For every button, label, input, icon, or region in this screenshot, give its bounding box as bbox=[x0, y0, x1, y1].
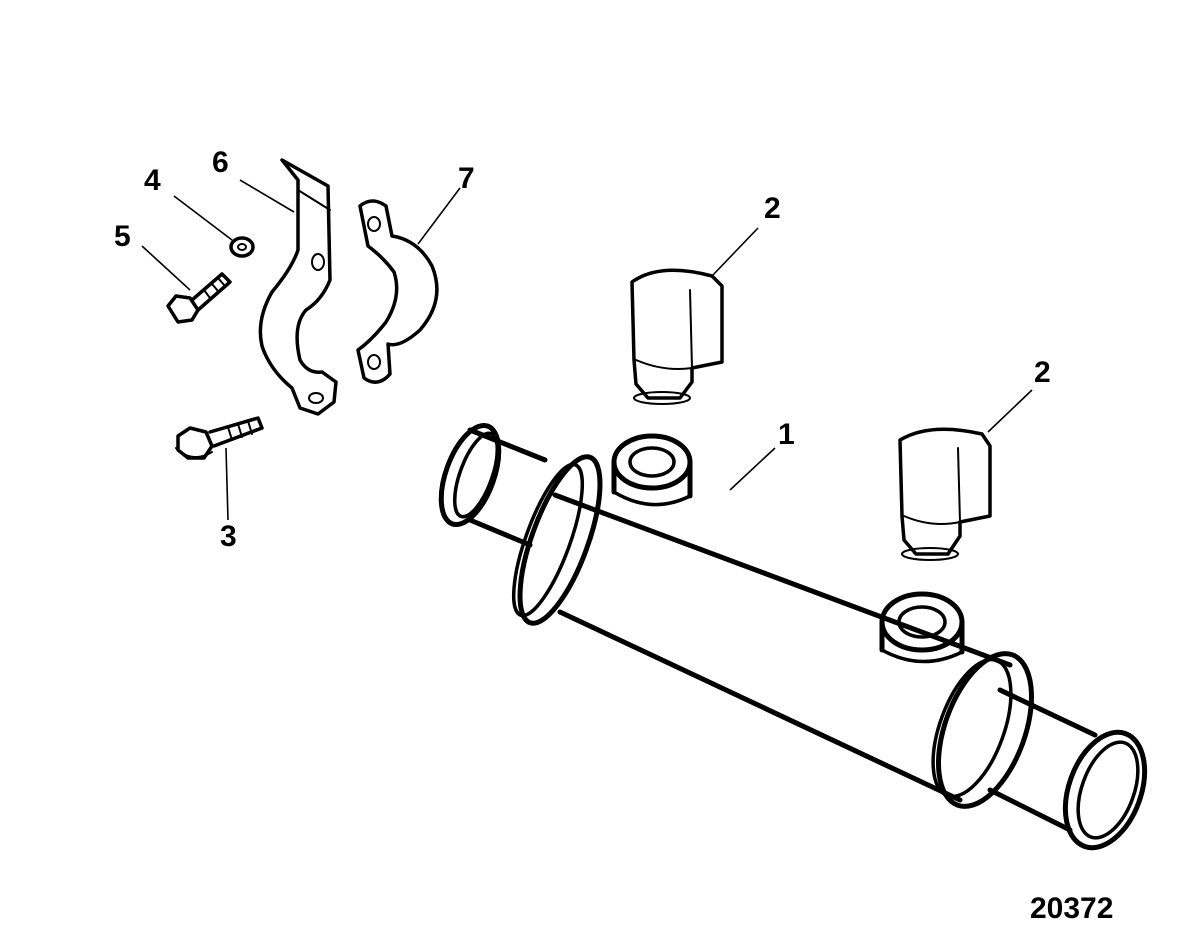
callout-4: 4 bbox=[144, 164, 161, 197]
part-5-hex-bolt bbox=[166, 272, 232, 324]
callout-3: 3 bbox=[220, 520, 237, 553]
callout-5: 5 bbox=[114, 220, 131, 253]
part-1-cooler-body bbox=[438, 422, 1148, 851]
callout-1: 1 bbox=[778, 418, 795, 451]
callout-2-upper: 2 bbox=[764, 192, 781, 225]
callout-2-lower: 2 bbox=[1034, 356, 1051, 389]
part-2-cap-lower bbox=[898, 427, 992, 561]
part-2-cap-upper bbox=[630, 268, 724, 405]
part-3-flange-bolt bbox=[175, 416, 264, 460]
figure-number: 20372 bbox=[1030, 892, 1113, 925]
callout-6: 6 bbox=[212, 146, 229, 179]
leader-lines bbox=[141, 179, 1033, 521]
part-7-clamp-strap bbox=[356, 199, 439, 384]
part-4-washer bbox=[229, 236, 255, 258]
callout-7: 7 bbox=[458, 162, 475, 195]
part-6-mounting-bracket bbox=[258, 158, 338, 416]
